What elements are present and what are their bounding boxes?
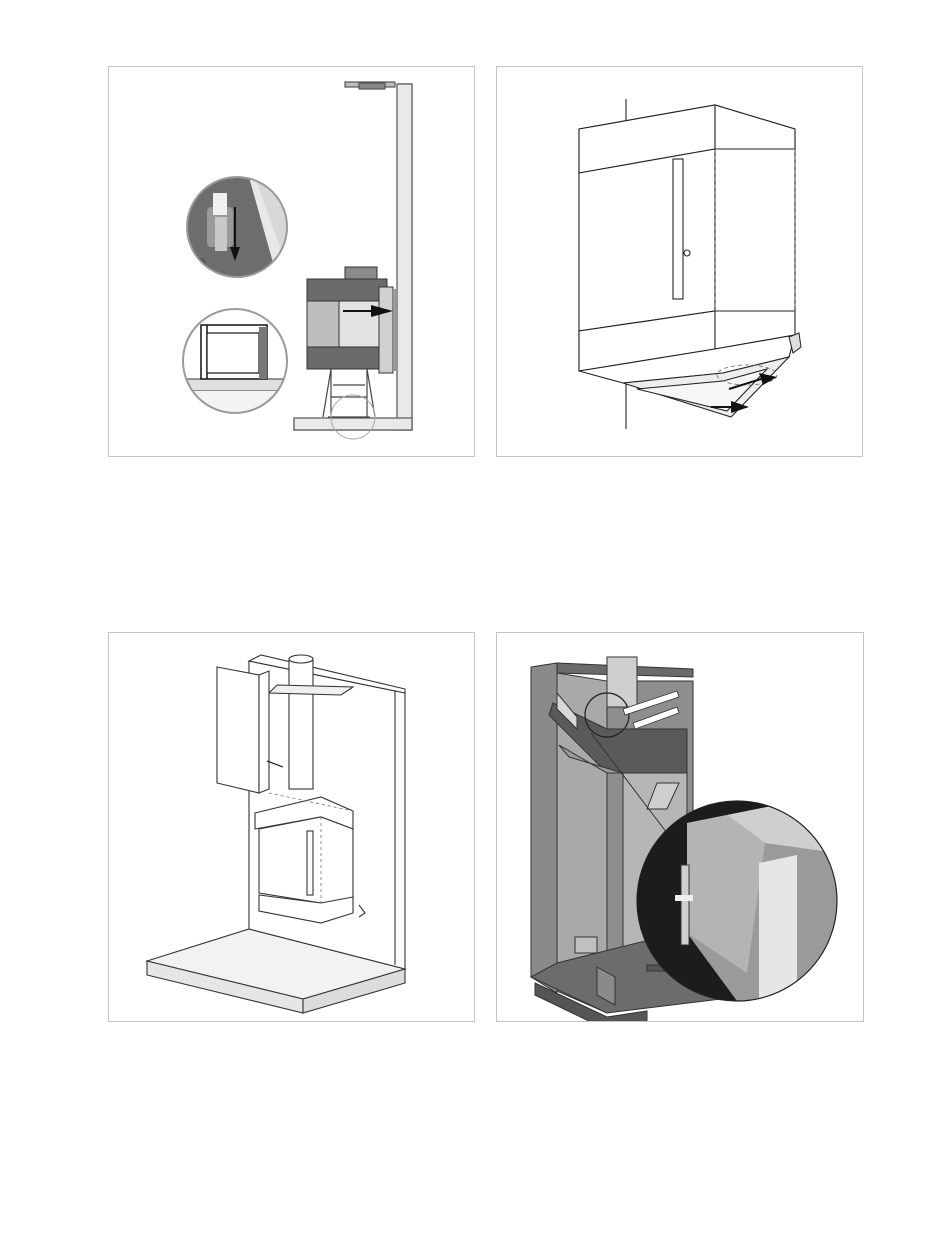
- floor-detail-circle: [183, 309, 287, 413]
- bracket-detail-circle: [187, 177, 287, 277]
- underside-perspective-illustration: [497, 67, 862, 456]
- figure-4-panel: [496, 632, 864, 1022]
- insert-body: [579, 149, 715, 331]
- cover-panel: [217, 667, 259, 793]
- wall-section: [294, 82, 412, 430]
- figure-2-panel: [496, 66, 863, 457]
- detail-photo-illustration: [497, 633, 863, 1021]
- side-section-illustration: [109, 67, 474, 456]
- room-installation-illustration: [109, 633, 474, 1021]
- figure-3-panel: [108, 632, 475, 1022]
- fireplace-insert: [307, 267, 395, 373]
- chimney-pipe: [289, 659, 313, 789]
- zoom-photo-circle: [637, 801, 837, 1001]
- figure-1-panel: [108, 66, 475, 457]
- insert-stand: [323, 369, 375, 417]
- insert-body: [259, 817, 353, 903]
